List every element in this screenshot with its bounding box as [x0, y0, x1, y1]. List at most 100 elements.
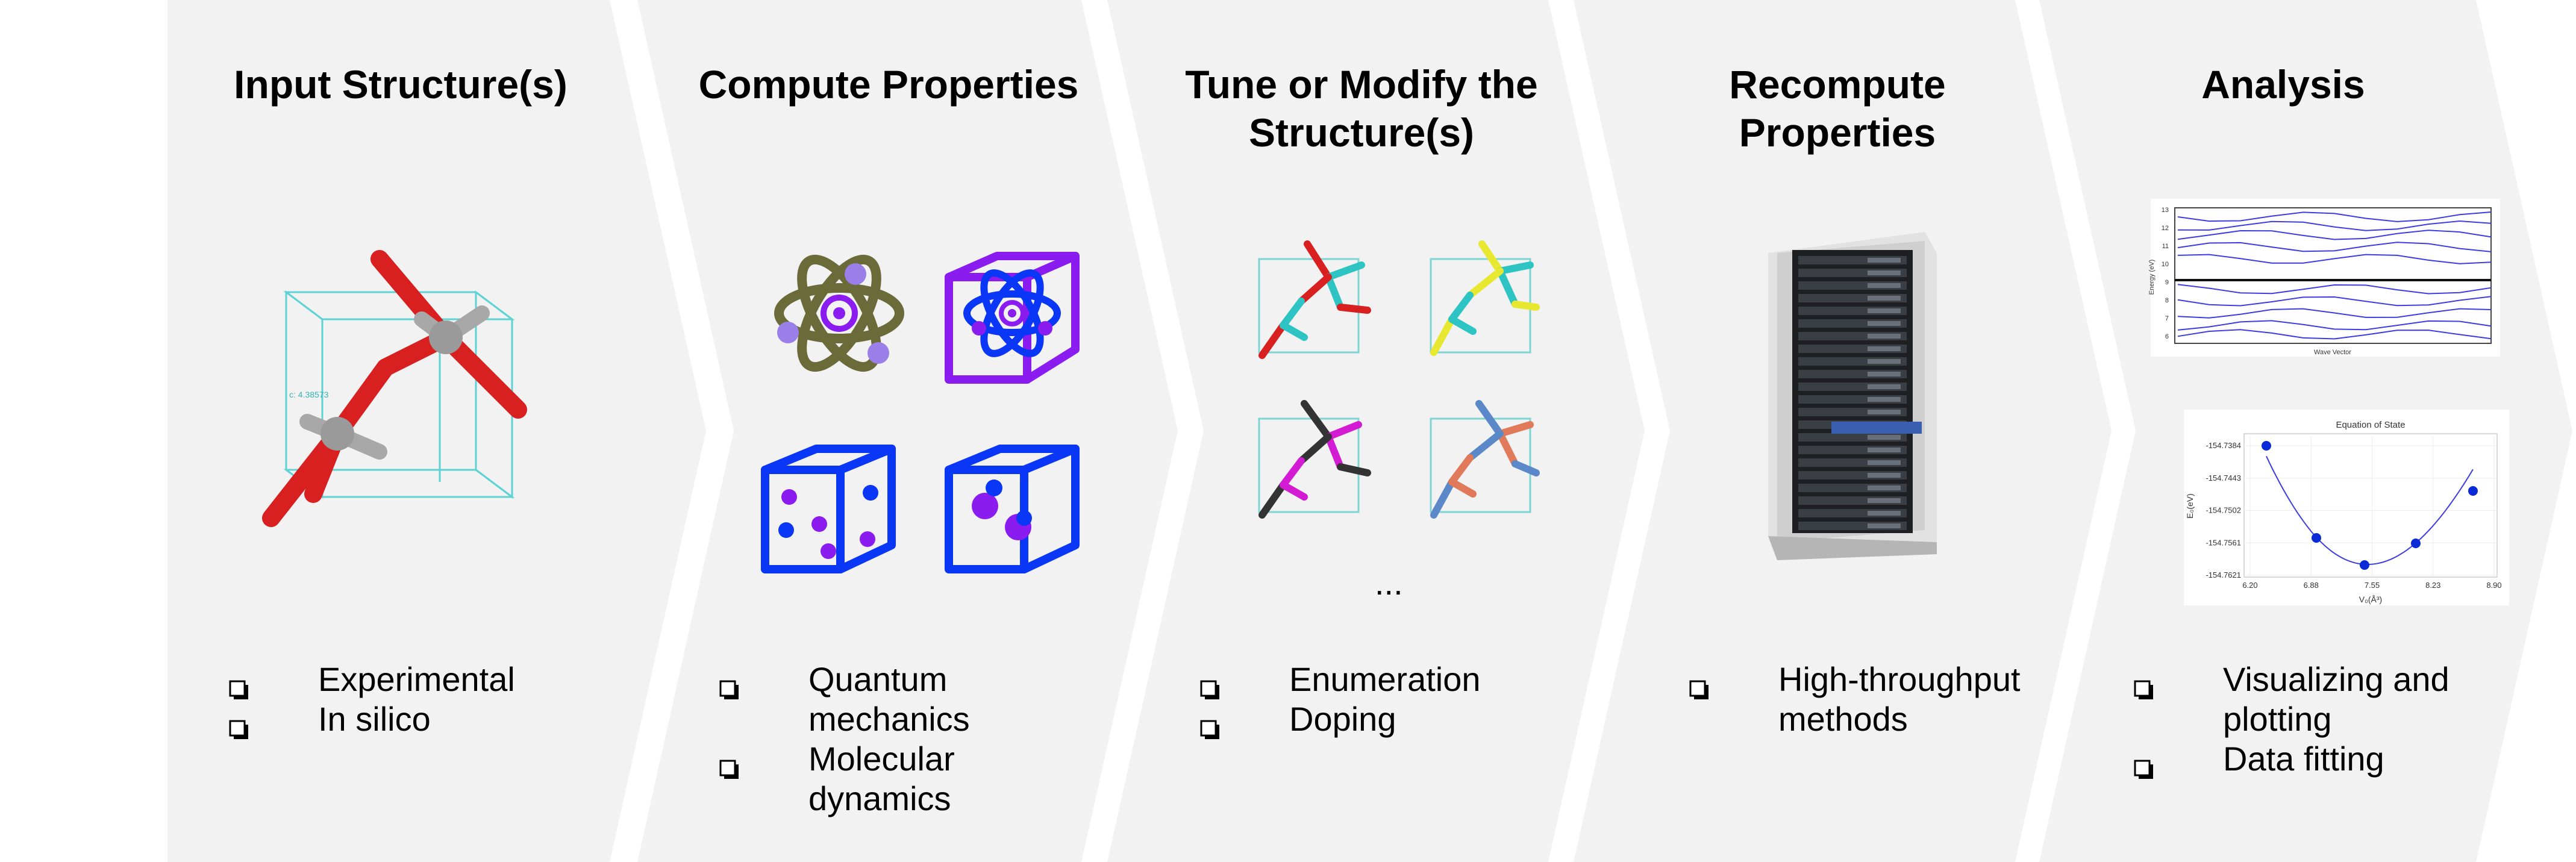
- band-line: [2177, 320, 2492, 331]
- band-line: [2177, 254, 2492, 264]
- bullet-item: Enumeration: [1200, 660, 1602, 699]
- rack-vent: [1868, 511, 1901, 516]
- chevron-stage-1: [167, 0, 706, 862]
- stage-1-title: Input Structure(s): [234, 62, 567, 107]
- band-ytick-label: 13: [2162, 207, 2169, 214]
- equation-of-state-plot: 6.20 6.88 7.55 8.23 8.90 -154.7384 -154.7443 -…: [2184, 410, 2509, 605]
- server-rack-image: [1768, 232, 1937, 560]
- band-ytick-label: 11: [2162, 243, 2169, 250]
- rack-vent: [1868, 384, 1901, 389]
- cube-lattice-icon: [761, 445, 896, 573]
- rack-vent: [1868, 448, 1901, 452]
- bullet-item: Visualizing and plotting: [2134, 660, 2536, 739]
- band-ylabel: Energy (eV): [2148, 260, 2156, 295]
- band-ytick-label: 12: [2162, 225, 2169, 232]
- modified-structure-4: [1430, 400, 1540, 519]
- stage-1-bullets: Experimental In silico: [229, 660, 631, 739]
- checkbox-icon: [1200, 709, 1221, 739]
- checkbox-icon: [719, 669, 740, 699]
- band-ytick-label: 9: [2165, 279, 2169, 286]
- eos-data-point: [2312, 533, 2321, 543]
- rack-vent: [1868, 346, 1901, 351]
- rack-vent: [1868, 410, 1901, 414]
- bullet-item: Molecular dynamics: [719, 739, 1122, 819]
- band-line: [2177, 220, 2492, 231]
- atom-icon: [774, 254, 904, 372]
- stage-5-title: Analysis: [2201, 62, 2365, 107]
- checkbox-icon: [1689, 669, 1710, 699]
- rack-vent: [1868, 296, 1901, 301]
- eos-ytick-label: -154.7502: [2206, 506, 2241, 515]
- stage-5-bullets: Visualizing and plotting Data fitting: [2134, 660, 2536, 779]
- eos-xlabel: V₀(Å³): [2359, 595, 2382, 604]
- atom-in-cube-icon: [945, 252, 1080, 384]
- molecule-structure-image: c: 4.38573: [262, 250, 527, 527]
- band-line: [2177, 242, 2492, 252]
- eos-ytick-label: -154.7561: [2206, 538, 2241, 547]
- rack-vent: [1868, 486, 1901, 490]
- chevron-stage-3: [1107, 0, 1645, 862]
- eos-data-point: [2262, 441, 2271, 451]
- eos-ylabel: E₀(eV): [2185, 493, 2195, 519]
- modified-structure-2: [1430, 240, 1540, 356]
- band-line: [2177, 284, 2492, 295]
- stage-4-title: Recompute Properties: [1729, 62, 1946, 155]
- band-structure-plot: 13 12 11 10 9 8 7 6 Energy (eV) Wave Vector: [2148, 199, 2500, 357]
- bullet-item: Experimental: [229, 660, 631, 699]
- stage-3-bullets: Enumeration Doping: [1200, 660, 1602, 739]
- checkbox-icon: [229, 669, 249, 699]
- rack-vent: [1868, 460, 1901, 465]
- eos-data-point: [2411, 539, 2421, 548]
- rack-vent: [1868, 283, 1901, 288]
- more-structures-ellipsis: ...: [1375, 564, 1403, 602]
- eos-data-point: [2360, 560, 2369, 570]
- checkbox-icon: [2134, 669, 2154, 699]
- structure-axis-label: c: 4.38573: [289, 390, 329, 399]
- eos-xtick-label: 6.88: [2304, 581, 2319, 590]
- eos-ytick-label: -154.7384: [2206, 441, 2241, 450]
- rack-vent: [1868, 270, 1901, 275]
- stage-3-title: Tune or Modify the Structure(s): [1185, 62, 1538, 155]
- band-ytick-label: 10: [2162, 261, 2169, 268]
- rack-vent: [1868, 334, 1901, 339]
- rack-vent: [1868, 321, 1901, 326]
- band-ytick-label: 8: [2165, 297, 2169, 304]
- eos-xtick-label: 8.90: [2486, 581, 2501, 590]
- band-line: [2177, 296, 2492, 307]
- stage-2-title: Compute Properties: [698, 62, 1079, 107]
- checkbox-icon: [719, 749, 740, 779]
- rack-vent: [1868, 523, 1901, 528]
- rack-vent: [1868, 473, 1901, 478]
- eos-xtick-label: 8.23: [2425, 581, 2440, 590]
- stage-2-bullets: Quantum mechanics Molecular dynamics: [719, 660, 1122, 819]
- bullet-item: Data fitting: [2134, 739, 2536, 779]
- bullet-item: Doping: [1200, 699, 1602, 739]
- eos-xtick-label: 7.55: [2365, 581, 2380, 590]
- eos-xtick-label: 6.20: [2242, 581, 2257, 590]
- eos-data-point: [2468, 486, 2478, 496]
- checkbox-icon: [2134, 749, 2154, 779]
- rack-vent: [1868, 372, 1901, 376]
- eos-ytick-label: -154.7443: [2206, 473, 2241, 483]
- band-line: [2177, 308, 2492, 319]
- modified-structure-1: [1258, 240, 1371, 359]
- checkbox-icon: [1200, 669, 1221, 699]
- checkbox-icon: [229, 709, 249, 739]
- rack-vent: [1868, 397, 1901, 402]
- eos-ytick-label: -154.7621: [2206, 570, 2241, 579]
- band-xlabel: Wave Vector: [2314, 349, 2351, 356]
- bullet-item: High-throughput methods: [1689, 660, 2092, 739]
- chevron-stage-2: [637, 0, 1178, 862]
- bullet-item: In silico: [229, 699, 631, 739]
- rack-vent: [1868, 308, 1901, 313]
- band-ytick-label: 7: [2165, 315, 2169, 322]
- band-line: [2177, 211, 2492, 222]
- eos-title: Equation of State: [2336, 420, 2405, 430]
- band-ytick-label: 6: [2165, 333, 2169, 340]
- cube-molecule-icon: [945, 445, 1080, 573]
- rack-vent: [1868, 498, 1901, 503]
- bullet-item: Quantum mechanics: [719, 660, 1122, 739]
- stage-4-bullets: High-throughput methods: [1689, 660, 2092, 739]
